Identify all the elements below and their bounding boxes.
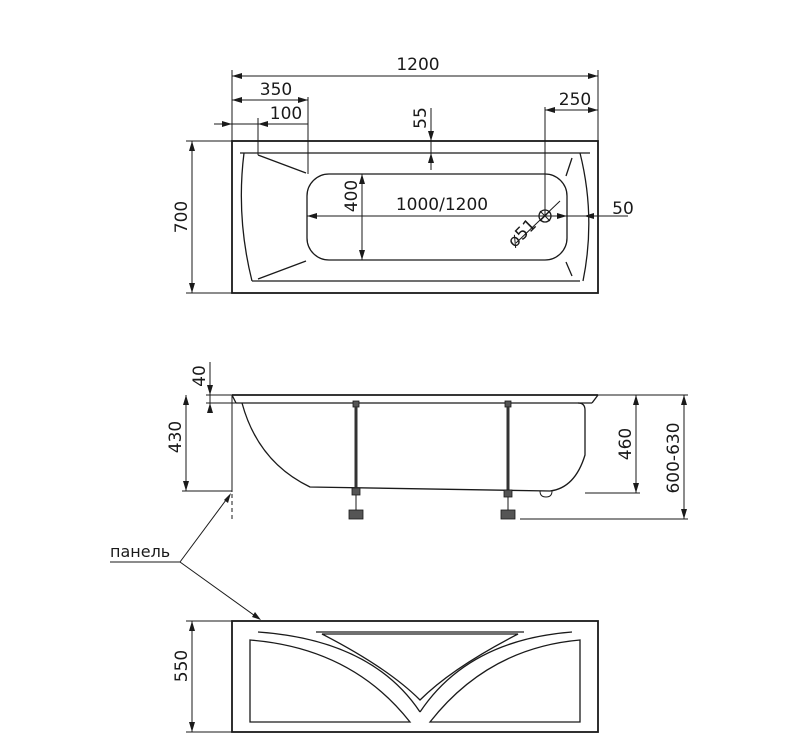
dim-rim-top: 55: [411, 107, 431, 129]
dim-total-length: 1200: [396, 55, 439, 75]
dim-left-offset: 350: [260, 80, 292, 100]
dim-right-offset: 250: [559, 90, 591, 110]
tub-side-profile: [241, 402, 586, 492]
dim-bottom-width: 400: [342, 180, 362, 212]
top-view-outline: [231, 140, 599, 294]
tub-bottom-outline: [306, 173, 568, 261]
dim-total-height: 600-630: [664, 422, 684, 493]
dim-drain-diameter: ø51: [504, 215, 541, 252]
support-leg-left: [348, 400, 364, 520]
panel-outline: [231, 620, 599, 733]
dim-rim-thickness: 40: [190, 365, 210, 387]
dim-depth: 430: [166, 421, 186, 453]
drain-hole: [538, 209, 552, 223]
dim-panel-height: 550: [172, 650, 192, 682]
support-leg-right: [500, 400, 516, 520]
panel-view: 550: [172, 620, 599, 733]
panel-left-arch: [249, 639, 412, 723]
dim-inner-height: 460: [616, 428, 636, 460]
dim-bottom-length: 1000/1200: [396, 195, 488, 215]
dim-width: 700: [172, 201, 192, 233]
panel-center-triangle: [321, 633, 519, 701]
dim-drain-offset: 50: [612, 199, 634, 219]
side-view: 40 430 460 600-630 панель: [110, 362, 688, 620]
panel-right-arch: [428, 639, 581, 723]
tub-left-curve: [240, 152, 253, 282]
top-view: 1200 350 100 250 55 700 400: [172, 55, 634, 294]
dim-rim-offset: 100: [270, 104, 302, 124]
panel-label: панель: [110, 542, 170, 561]
